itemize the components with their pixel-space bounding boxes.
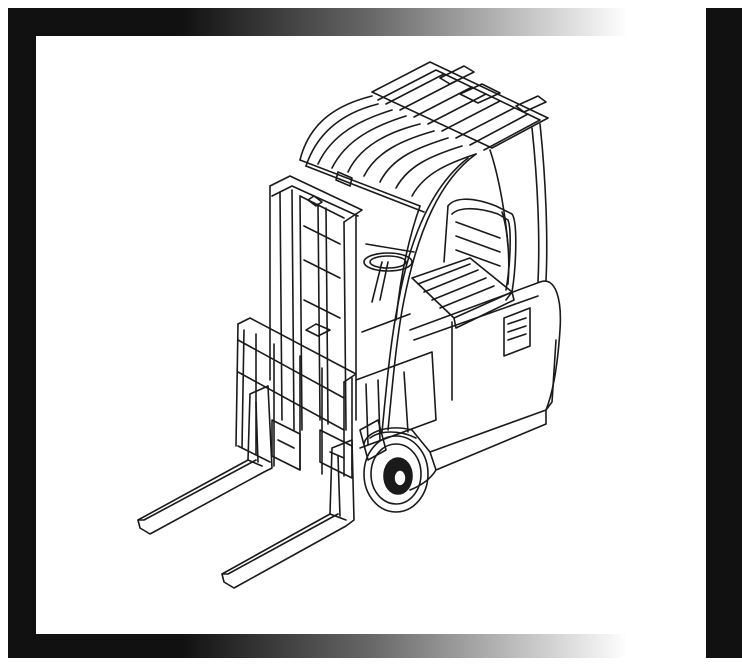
frame-top-gradient-bar: [8, 8, 628, 36]
fork-right: [221, 439, 355, 589]
carriage: [271, 419, 387, 479]
roof-front-bars: [299, 95, 477, 213]
operator-seat: [411, 198, 517, 329]
frame-right-bar: [706, 8, 742, 658]
truck-body: [409, 280, 562, 491]
load-backrest: [235, 317, 357, 477]
mast: [269, 175, 363, 431]
frame-left-bar: [8, 8, 36, 658]
guard-rear-pillars: [489, 123, 548, 283]
front-wheel: [363, 427, 431, 513]
forklift-drawing: [137, 61, 562, 589]
overhead-guard: [371, 61, 549, 151]
guard-front-pillar: [381, 153, 477, 433]
fork-left: [137, 385, 273, 535]
frame-bottom-gradient-bar: [8, 634, 628, 658]
lower-frame: [355, 313, 437, 449]
steering-wheel: [363, 243, 415, 303]
